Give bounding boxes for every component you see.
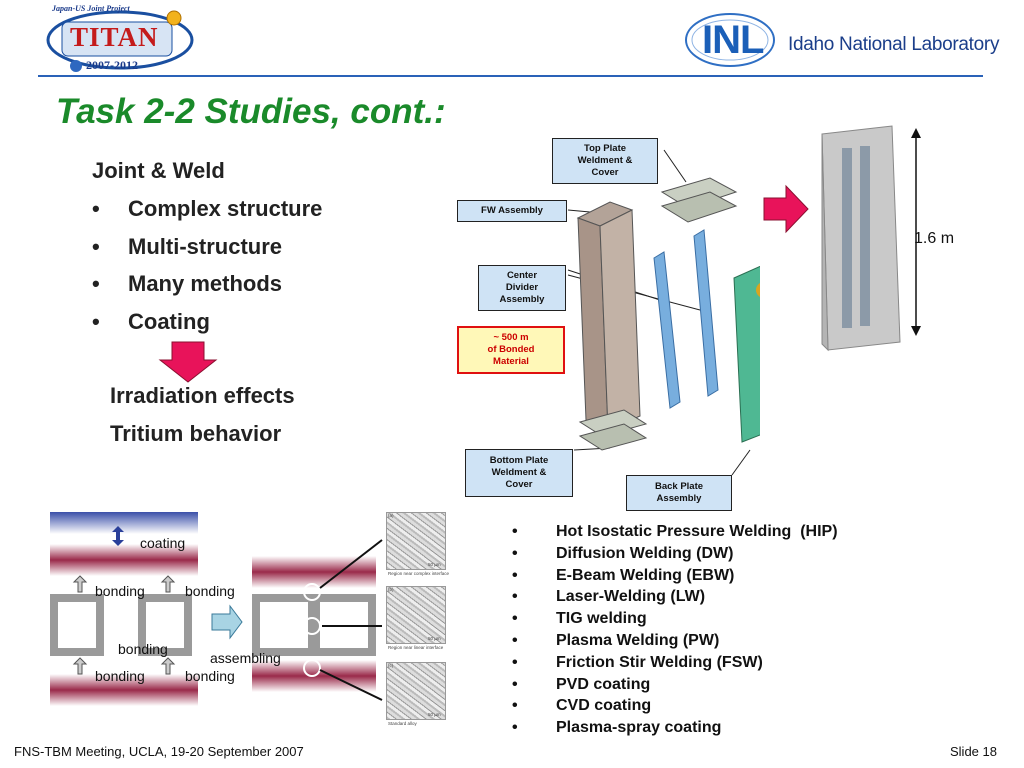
bullet: • [512, 544, 518, 562]
list-item-text: Diffusion Welding (DW) [556, 544, 734, 562]
assembled-module [821, 125, 921, 352]
list-item-text: Coating [128, 308, 210, 334]
list-item-text: Hot Isostatic Pressure Welding (HIP) [556, 523, 838, 540]
micrograph-tag: (c) [388, 663, 394, 668]
right-arrow-icon [763, 184, 809, 234]
callout-center-divider: Center Divider Assembly [478, 265, 566, 311]
list-item: • Plasma-spray coating [512, 718, 838, 740]
list-item-text: Plasma-spray coating [556, 719, 722, 737]
list-item-text: Friction Stir Welding (FSW) [556, 653, 763, 671]
effects-block: Irradiation effects Tritium behavior [110, 383, 295, 459]
inl-logo: INL [680, 8, 1000, 72]
down-arrow-icon [158, 341, 218, 383]
list-item: • E-Beam Welding (EBW) [512, 566, 838, 588]
bonding-label: bonding [185, 668, 235, 684]
joint-heading: Joint & Weld [92, 158, 225, 183]
bullet: • [512, 697, 518, 715]
list-item: • CVD coating [512, 696, 838, 718]
micrograph-a [386, 512, 446, 570]
list-item: • Plasma Welding (PW) [512, 631, 838, 653]
bullet: • [512, 588, 518, 606]
callout-back-plate: Back Plate Assembly [626, 475, 732, 511]
micrograph-tag: (a) [388, 513, 394, 518]
titan-years: 2007-2012 [86, 58, 138, 72]
list-item-text: CVD coating [556, 697, 652, 715]
bonding-label: bonding [95, 668, 145, 684]
bullet: • [92, 308, 100, 334]
bullet: • [512, 523, 518, 540]
slide-number: Slide 18 [950, 744, 997, 759]
bullet: • [512, 653, 518, 671]
coating-label: coating [140, 535, 186, 551]
list-item: • Coating [92, 309, 322, 347]
titan-logo-graphic [46, 10, 194, 72]
header-rule [38, 75, 983, 77]
callout-top-plate: Top Plate Weldment & Cover [552, 138, 658, 184]
micrograph-caption: Standard alloy [388, 721, 417, 726]
list-item: • Many methods [92, 271, 322, 309]
assembly-drawing [567, 149, 760, 476]
list-item: • TIG welding [512, 609, 838, 631]
list-item: • Multi-structure [92, 234, 322, 272]
micrograph-c [386, 662, 446, 720]
bonding-label: bonding [118, 641, 168, 657]
micrograph-caption: Region near linear interface [388, 645, 444, 650]
dimension-label: 1.6 m [914, 230, 955, 247]
list-item-text: TIG welding [556, 610, 647, 628]
bullet: • [512, 631, 518, 649]
list-item-text: Plasma Welding (PW) [556, 631, 720, 649]
callout-fw-assembly: FW Assembly [457, 200, 567, 222]
callout-bonded-material: ~ 500 m of Bonded Material [457, 326, 565, 374]
list-item-text: Complex structure [128, 196, 323, 221]
list-item: • Complex structure [92, 196, 322, 234]
titan-name: TITAN [70, 22, 159, 52]
bullet: • [92, 196, 100, 221]
micrograph-tag: (b) [388, 587, 394, 592]
bullet: • [512, 675, 518, 693]
joint-list: • Complex structure • Multi-structure • Man… [92, 196, 322, 346]
bonding-label: bonding [95, 583, 145, 599]
inl-logo-mark-graphic [685, 13, 775, 67]
list-item-text: Multi-structure [128, 233, 282, 259]
coating-bonding-diagram [50, 512, 383, 706]
footer-meeting: FNS-TBM Meeting, UCLA, 19-20 September 2… [14, 744, 304, 759]
effect-item: Irradiation effects [110, 383, 295, 408]
inl-name: Idaho National Laboratory [788, 34, 1000, 55]
list-item: • Friction Stir Welding (FSW) [512, 653, 838, 675]
micrograph-scale: 50 µm [428, 562, 441, 567]
bullet: • [92, 233, 100, 259]
callout-bottom-plate: Bottom Plate Weldment & Cover [465, 449, 573, 497]
list-item: • Diffusion Welding (DW) [512, 544, 838, 566]
list-item: • Laser-Welding (LW) [512, 587, 838, 609]
list-item: • PVD coating [512, 675, 838, 697]
list-item-text: E-Beam Welding (EBW) [556, 566, 735, 584]
list-item-text: PVD coating [556, 675, 651, 693]
titan-logo: Japan-US Joint Project TITAN 2007-2012 [40, 2, 200, 74]
bullet: • [512, 719, 518, 737]
welding-methods-list: • Hot Isostatic Pressure Welding (HIP) • D… [512, 522, 838, 740]
slide-title: Task 2-2 Studies, cont.: [56, 92, 446, 131]
micrograph-b [386, 586, 446, 644]
bonding-label: bonding [185, 583, 235, 599]
assembling-label: assembling [210, 650, 281, 666]
inl-mark: INL [702, 18, 764, 62]
list-item: • Hot Isostatic Pressure Welding (HIP) [512, 522, 838, 544]
micrograph-caption: Region near complex interface [388, 571, 450, 576]
list-item-text: Laser-Welding (LW) [556, 588, 706, 606]
titan-project-text: Japan-US Joint Project [52, 4, 130, 13]
list-item-text: Many methods [128, 271, 283, 296]
bullet: • [512, 610, 518, 628]
bullet: • [512, 566, 518, 584]
bullet: • [92, 271, 100, 296]
micrograph-scale: 50 µm [428, 712, 441, 717]
effect-item: Tritium behavior [110, 421, 282, 446]
micrograph-scale: 50 µm [428, 636, 441, 641]
